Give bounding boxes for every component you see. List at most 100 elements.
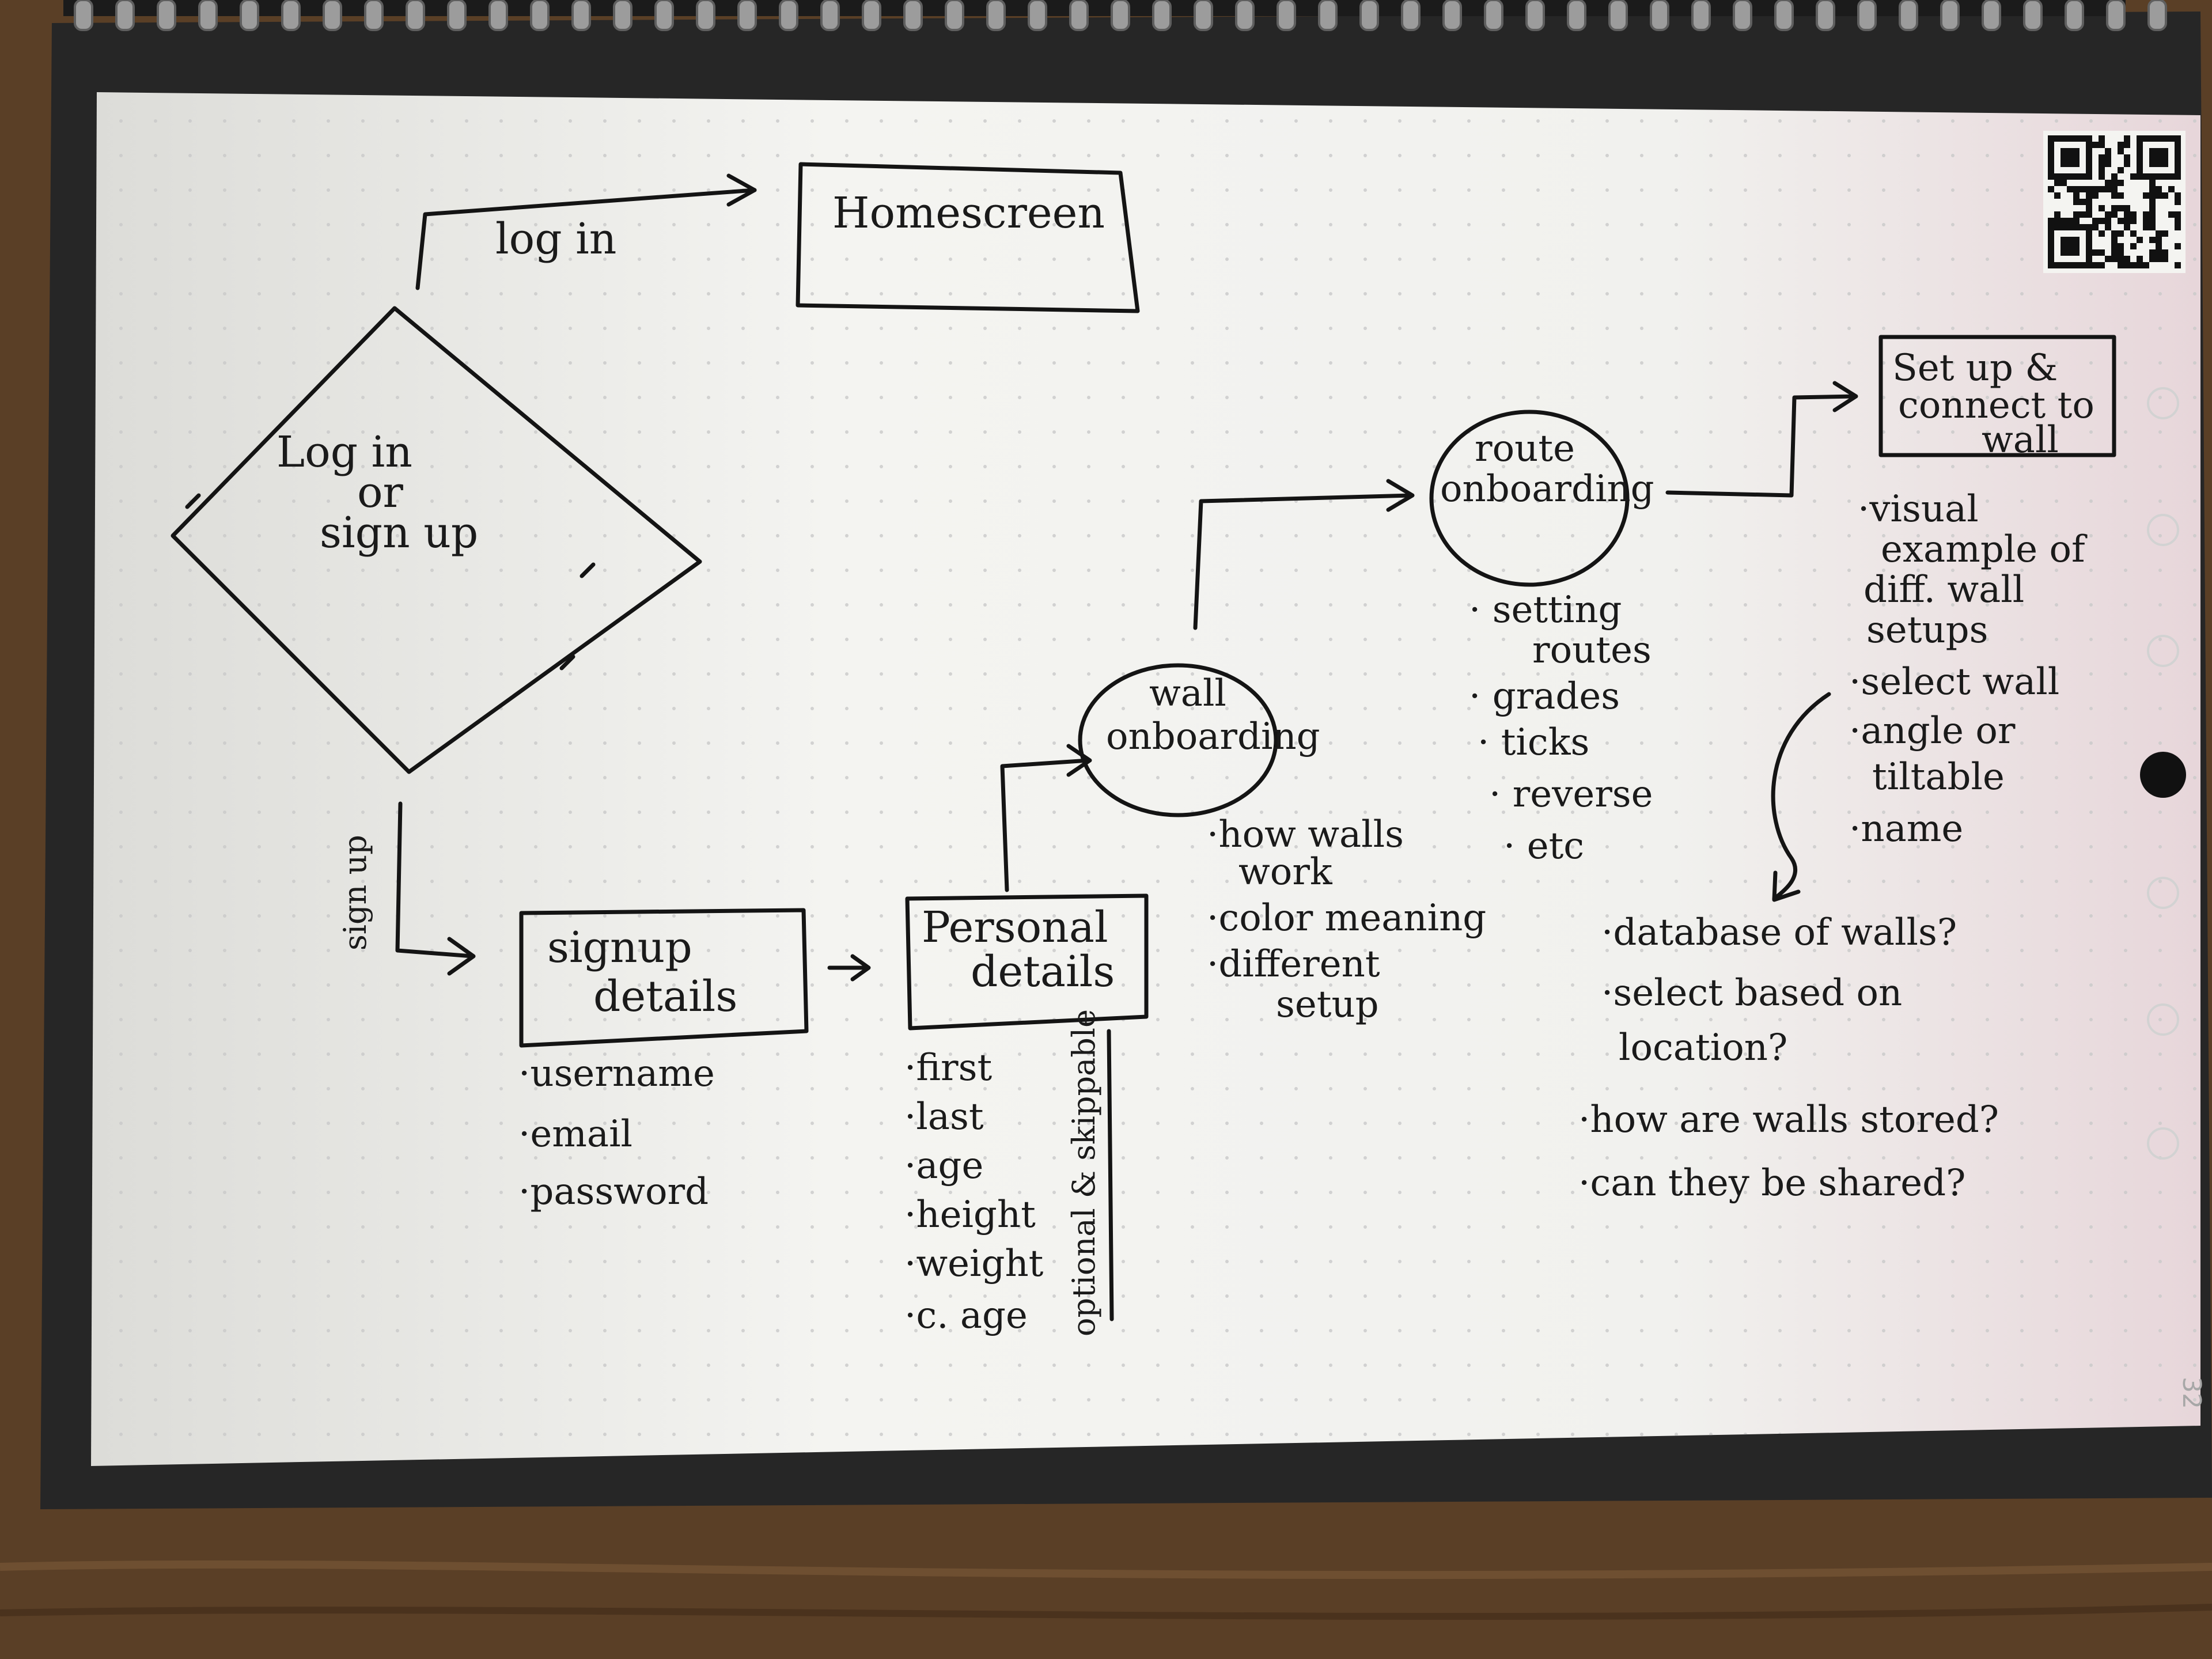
qr-module [2067, 249, 2073, 256]
spiral-ring [1152, 0, 1172, 31]
qr-module [2111, 205, 2118, 211]
qr-module [2175, 167, 2181, 173]
note-line: · ticks [1478, 721, 1589, 764]
qr-module [2054, 224, 2061, 230]
notes-route-onboarding: · setting routes · grades · ticks · reve… [1469, 589, 1665, 868]
qr-module [2086, 186, 2092, 192]
spiral-ring [1940, 0, 1960, 31]
qr-module [2099, 218, 2105, 224]
qr-module [2092, 262, 2099, 268]
qr-module [2130, 211, 2137, 218]
qr-module [2130, 243, 2137, 249]
spiral-ring [2023, 0, 2043, 31]
qr-module [2162, 154, 2168, 161]
qr-module [2156, 173, 2162, 180]
notebook-page [91, 92, 2200, 1466]
edge-wall-route [1193, 493, 1414, 630]
qr-module [2149, 218, 2156, 224]
qr-module [2162, 173, 2168, 180]
qr-module [2061, 161, 2067, 167]
spiral-ring [323, 0, 342, 31]
spiral-ring [198, 0, 218, 31]
node-line: onboarding [1440, 468, 1654, 510]
spiral-ring [530, 0, 550, 31]
node-label-login-or-signup: Log in or sign up [276, 427, 478, 558]
qr-module [2105, 186, 2111, 192]
qr-module [2149, 211, 2156, 218]
qr-module [2080, 262, 2086, 268]
qr-module [2048, 186, 2054, 192]
qr-module [2143, 262, 2149, 268]
qr-module [2073, 237, 2080, 243]
qr-module [2143, 173, 2149, 180]
spiral-ring [737, 0, 757, 31]
signup-details-box [519, 908, 809, 1048]
qr-module [2086, 173, 2092, 180]
edge-brace-questions [1771, 692, 1831, 901]
qr-module [2061, 154, 2067, 161]
qr-module [2061, 173, 2067, 180]
qr-module [2156, 243, 2162, 249]
qr-module [2118, 262, 2124, 268]
note-line: ·color meaning [1207, 897, 1486, 940]
qr-module [2086, 237, 2092, 243]
note-line: ·height [904, 1194, 1036, 1236]
qr-module [2118, 205, 2124, 211]
qr-module [2111, 186, 2118, 192]
note-line: tiltable [1872, 756, 2005, 798]
note-line: routes [1532, 629, 1652, 672]
qr-module [2124, 135, 2130, 142]
diamond-hatch [185, 493, 596, 671]
qr-module [2048, 237, 2054, 243]
node-label-personal-details: Personal details [922, 903, 1122, 997]
qr-module [2067, 135, 2073, 142]
qr-module [2156, 256, 2162, 262]
qr-module [2073, 218, 2080, 224]
qr-module [2086, 192, 2092, 199]
personal-details-box [905, 893, 1149, 1031]
qr-module [2175, 135, 2181, 142]
qr-module [2149, 180, 2156, 186]
qr-module [2168, 173, 2175, 180]
qr-module [2137, 161, 2143, 167]
qr-module [2092, 224, 2099, 230]
node-label-route-onboarding: route onboarding [1440, 427, 1654, 510]
qr-module [2048, 243, 2054, 249]
note-line: ·how walls [1207, 813, 1404, 856]
notes-walls-questions: ·database of walls? ·select based on loc… [1578, 911, 2010, 1205]
edge-route-setup [1665, 394, 1857, 498]
spiral-ring [1733, 0, 1752, 31]
spiral-ring [1484, 0, 1503, 31]
qr-module [2162, 192, 2168, 199]
spiral-ring [157, 0, 176, 31]
qr-module [2080, 211, 2086, 218]
spiral-ring [903, 0, 923, 31]
qr-module [2149, 256, 2156, 262]
note-line: ·last [904, 1096, 984, 1138]
qr-module [2099, 249, 2105, 256]
qr-module [2099, 173, 2105, 180]
qr-module [2054, 211, 2061, 218]
qr-module [2175, 154, 2181, 161]
qr-module [2137, 173, 2143, 180]
qr-module [2048, 167, 2054, 173]
qr-module [2080, 224, 2086, 230]
qr-module [2086, 243, 2092, 249]
diagram-labels: Log in or sign up Homescreen log in sign… [276, 188, 2094, 1337]
qr-module [2156, 154, 2162, 161]
decision-diamond [171, 306, 702, 774]
qr-module [2086, 224, 2092, 230]
qr-module [2175, 199, 2181, 205]
side-icon [2147, 387, 2179, 419]
qr-module [2105, 218, 2111, 224]
edge-signup [395, 801, 475, 959]
note-line: ·can they be shared? [1578, 1162, 1965, 1205]
qr-module [2137, 148, 2143, 154]
qr-module [2124, 205, 2130, 211]
qr-module [2118, 256, 2124, 262]
spiral-ring [1442, 0, 1462, 31]
qr-module [2124, 262, 2130, 268]
qr-module [2105, 256, 2111, 262]
spiral-ring [1982, 0, 2001, 31]
